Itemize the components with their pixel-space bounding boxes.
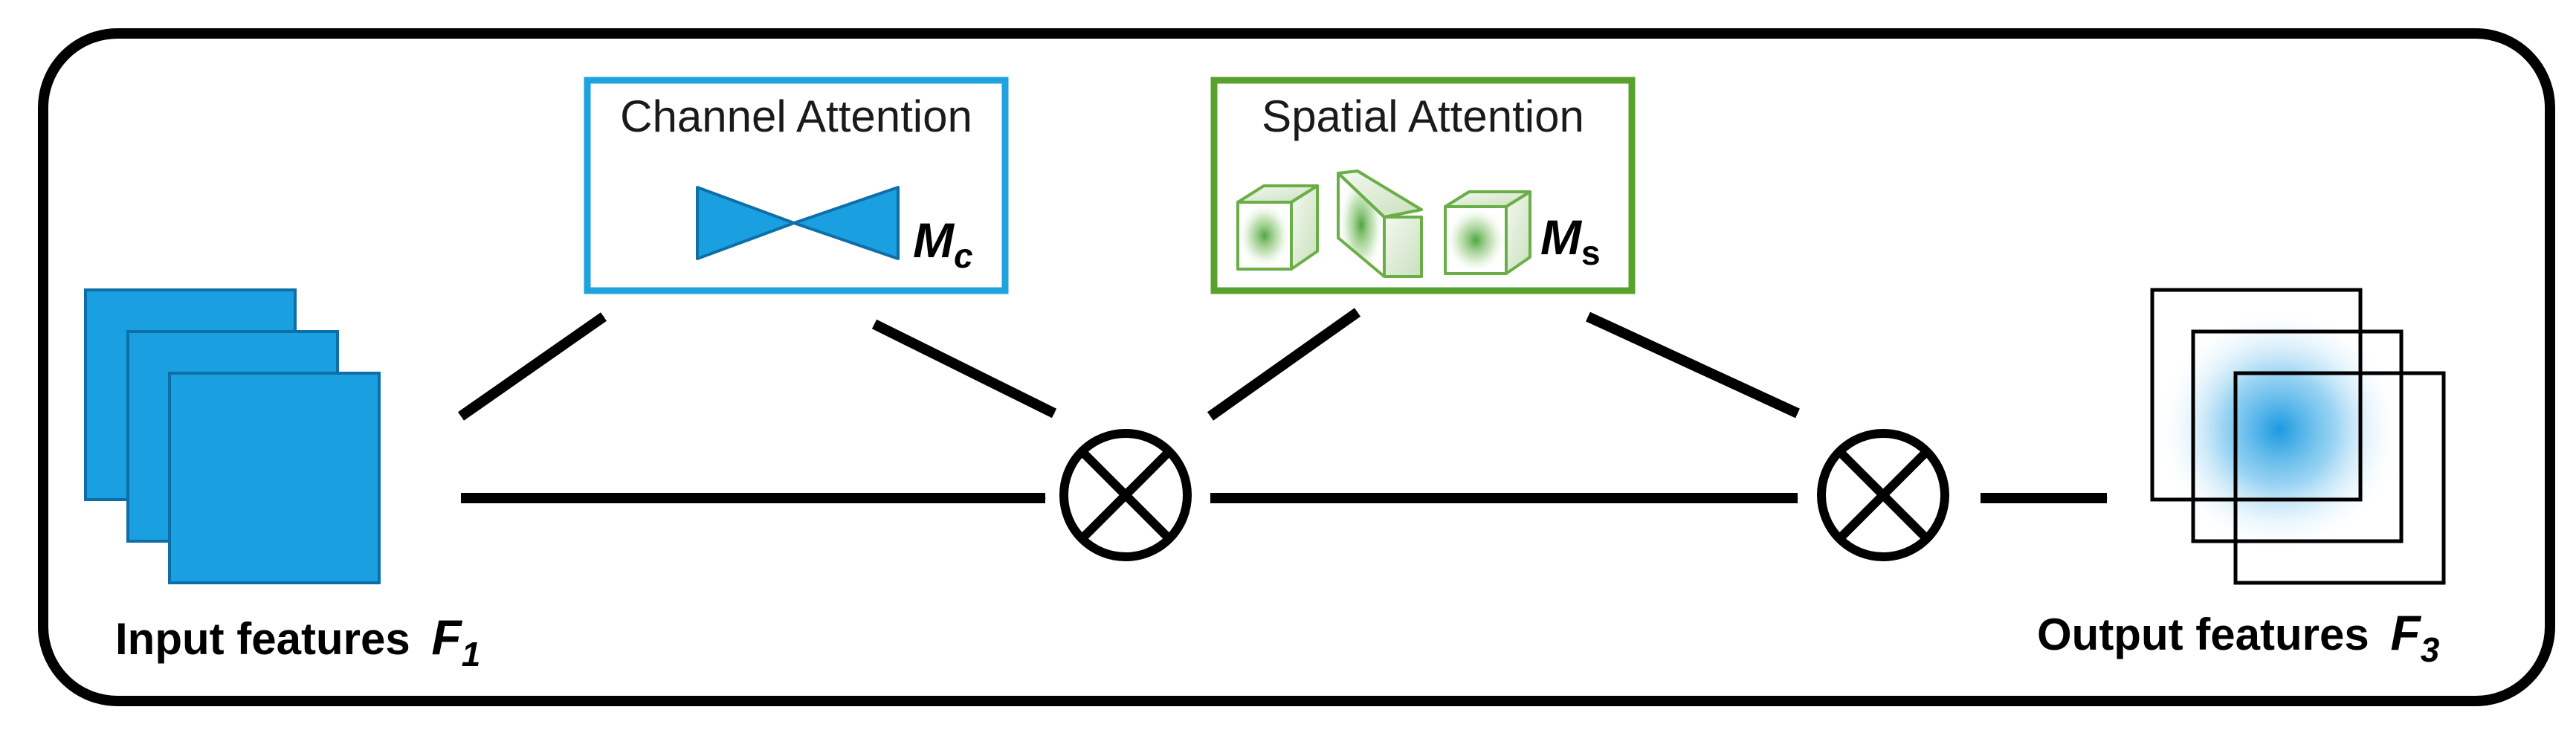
output-features-label: Output features F3 [2037, 605, 2440, 669]
spatial-cube-icon [1444, 190, 1531, 275]
output-feature-map [2191, 329, 2404, 543]
channel-attention-module: Channel Attention Mc [584, 77, 1009, 294]
channel-attention-box [584, 77, 1009, 294]
input-feature-map [168, 372, 381, 584]
element-wise-multiplication-icon [1059, 429, 1192, 561]
output-feature-stack-icon [2150, 288, 2446, 585]
arrow-channel-to-multiply-1 [871, 319, 1057, 419]
input-feature-stack-icon [84, 288, 381, 584]
spatial-attention-map-label: Ms [1540, 210, 1601, 272]
arrow-input-to-channel [457, 312, 607, 421]
spatial-attention-title: Spatial Attention [1262, 91, 1584, 141]
input-features-label: Input features F1 [115, 610, 480, 674]
arrow-spatial-to-multiply-2 [1586, 311, 1800, 419]
spatial-attention-module: Spatial Attention Ms [1210, 77, 1636, 294]
channel-attention-map-label: Mc [913, 213, 973, 275]
arrows [457, 308, 2108, 503]
spatial-cube-icon [1337, 169, 1423, 278]
element-wise-multiplication-icon [1817, 429, 1949, 561]
output-attention-glow [2156, 306, 2403, 553]
channel-attention-bottleneck-icon [696, 186, 900, 260]
spatial-cube-icon [1236, 184, 1319, 271]
output-feature-map [2150, 288, 2363, 502]
arrow-multiply-1-to-spatial [1207, 308, 1361, 421]
output-feature-map [2233, 371, 2446, 585]
channel-attention-title: Channel Attention [620, 91, 972, 141]
